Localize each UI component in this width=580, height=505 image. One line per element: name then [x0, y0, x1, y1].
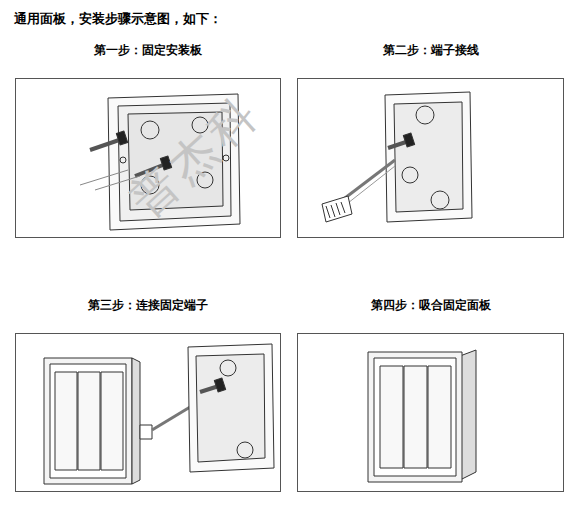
step-heading: 第四步：吸合固定面板	[297, 297, 564, 314]
step-panel: 第三步：连接固定端子	[15, 297, 281, 492]
step-panel: 第四步：吸合固定面板	[297, 297, 564, 492]
step-frame	[297, 333, 564, 492]
step-frame	[297, 78, 564, 238]
step-heading: 第一步：固定安装板	[15, 42, 281, 59]
step-panel: 第二步：端子接线	[297, 42, 564, 238]
step-heading: 第二步：端子接线	[297, 42, 564, 59]
step-frame	[15, 333, 281, 492]
step-heading: 第三步：连接固定端子	[15, 297, 281, 314]
page-title: 通用面板，安装步骤示意图，如下：	[14, 10, 222, 28]
